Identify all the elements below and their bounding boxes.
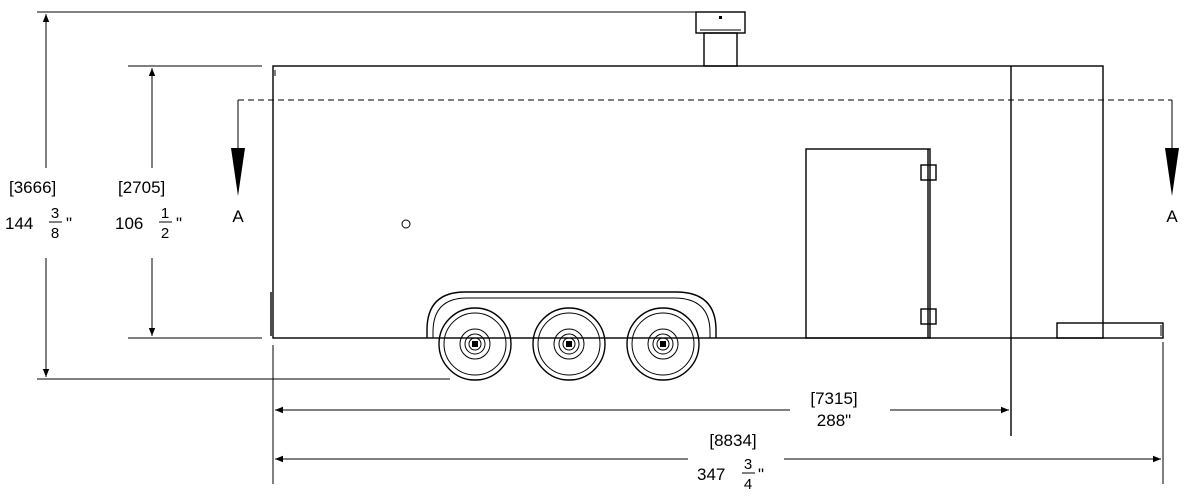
door-hinge-bottom	[920, 308, 937, 325]
overall-height-dimension: [3666] 144 3 8 "	[2, 11, 708, 380]
door-hinge-top	[920, 164, 937, 181]
trailer-outline	[272, 65, 1104, 339]
overall-length-denominator: 4	[744, 476, 752, 493]
wheel-fender	[426, 291, 717, 338]
wheel-rear	[626, 307, 700, 381]
wheel-middle	[532, 307, 606, 381]
section-arrow-left	[231, 148, 245, 196]
body-height-metric: [2705]	[118, 178, 165, 197]
body-length-metric: [7315]	[810, 389, 857, 408]
overall-length-metric: [8834]	[709, 431, 756, 450]
overall-length-numerator: 3	[744, 456, 752, 473]
overall-height-whole: 144	[5, 214, 33, 233]
svg-text:": "	[176, 214, 182, 233]
roof-vent	[695, 11, 746, 67]
trailer-body	[238, 65, 1172, 436]
overall-height-numerator: 3	[51, 205, 59, 222]
body-length-imperial: 288"	[817, 411, 851, 430]
wheel-front	[438, 307, 512, 381]
body-height-denominator: 2	[161, 225, 169, 242]
side-door	[805, 148, 937, 339]
section-arrow-right	[1165, 148, 1179, 196]
body-length-dimension: [7315] 288"	[272, 345, 1009, 484]
rear-step	[1056, 322, 1164, 339]
svg-text:": "	[758, 465, 764, 484]
overall-height-metric: [3666]	[9, 178, 56, 197]
body-height-numerator: 1	[161, 205, 169, 222]
section-label-right: A	[1166, 207, 1178, 226]
body-height-whole: 106	[115, 214, 143, 233]
section-line-a-a: A A	[231, 99, 1179, 226]
marker-light	[401, 219, 411, 229]
section-label-left: A	[232, 207, 244, 226]
overall-length-whole: 347	[697, 465, 725, 484]
overall-height-denominator: 8	[51, 225, 59, 242]
overall-length-dimension: [8834] 347 3 4 "	[275, 342, 1164, 497]
svg-text:": "	[66, 214, 72, 233]
body-height-dimension: [2705] 106 1 2 "	[112, 65, 262, 339]
